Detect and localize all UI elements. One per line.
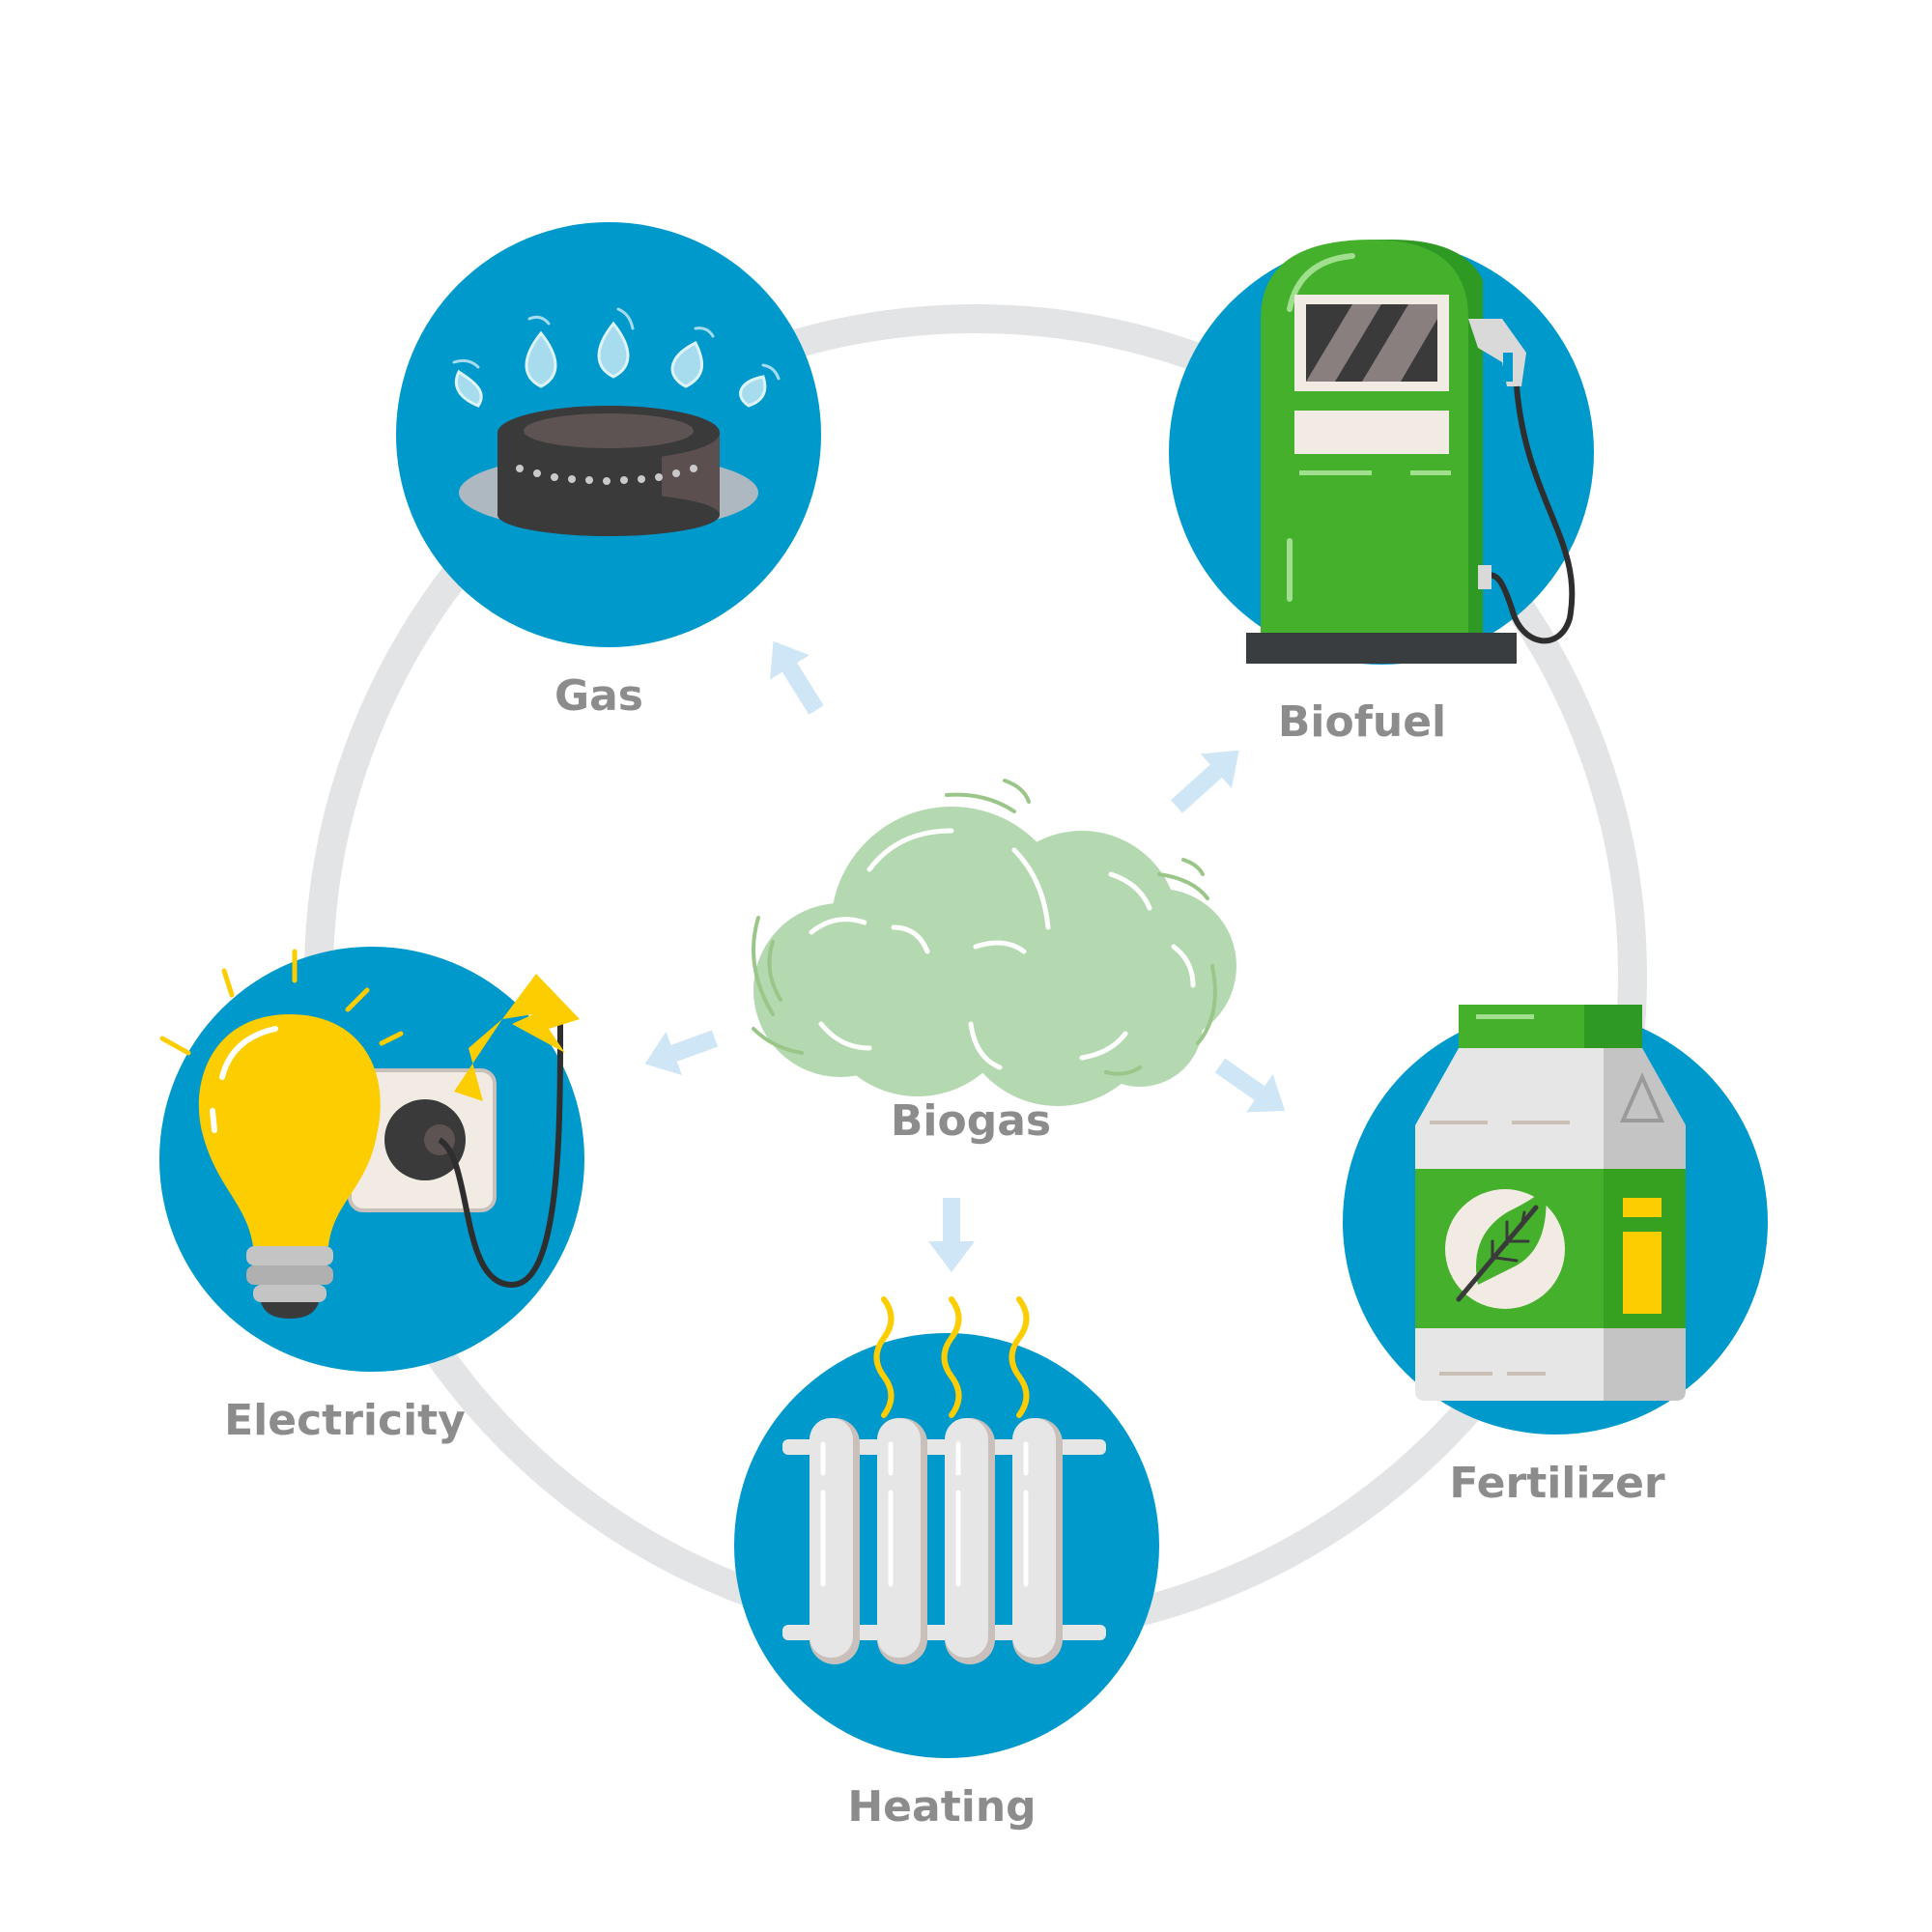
electricity-label: Electricity bbox=[224, 1396, 466, 1445]
heating-label: Heating bbox=[847, 1782, 1036, 1832]
biofuel-label: Biofuel bbox=[1278, 697, 1446, 747]
arrow-to-heating bbox=[928, 1198, 975, 1272]
fuel-pump-icon bbox=[1246, 240, 1576, 664]
arrow-to-electricity bbox=[644, 1030, 719, 1075]
fertilizer-bag-icon bbox=[1415, 1005, 1686, 1401]
arrow-to-fertilizer bbox=[1214, 1058, 1286, 1113]
arrows bbox=[644, 640, 1286, 1272]
biogas-cloud-icon bbox=[752, 779, 1236, 1106]
center-label: Biogas bbox=[891, 1096, 1051, 1146]
arrow-to-biofuel bbox=[1170, 750, 1239, 813]
arrow-to-gas bbox=[770, 640, 824, 715]
gas-burner-icon bbox=[452, 307, 781, 536]
gas-label: Gas bbox=[554, 671, 643, 721]
light-bulb-socket-icon bbox=[159, 949, 580, 1319]
fertilizer-label: Fertilizer bbox=[1449, 1459, 1665, 1508]
radiator-icon bbox=[782, 1296, 1106, 1664]
